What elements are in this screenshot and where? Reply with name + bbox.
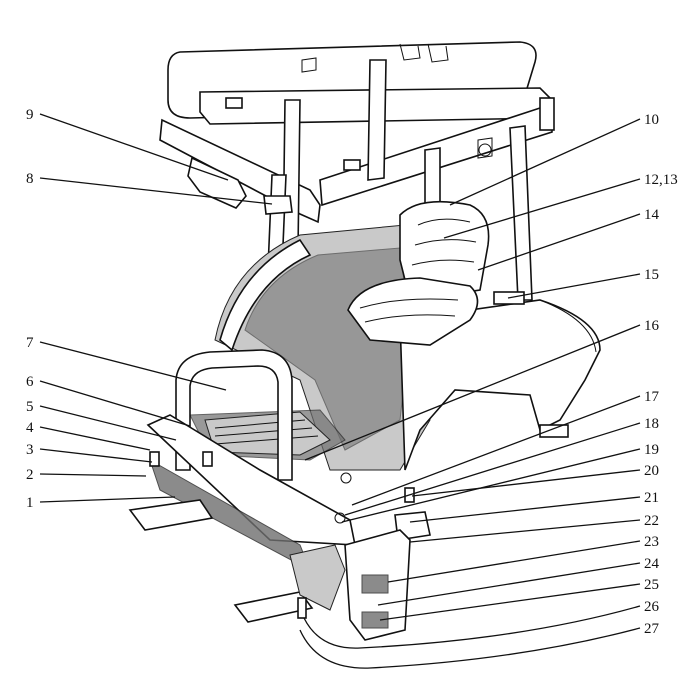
callout-3: 3 bbox=[26, 442, 34, 458]
callout-5: 5 bbox=[26, 399, 34, 415]
callout-7: 7 bbox=[26, 335, 34, 351]
callout-24: 24 bbox=[644, 556, 660, 572]
callout-10: 10 bbox=[644, 112, 659, 128]
callout-15: 15 bbox=[644, 267, 659, 283]
callout-12-13: 12,13 bbox=[644, 172, 678, 188]
callout-26: 26 bbox=[644, 599, 660, 615]
callout-16: 16 bbox=[644, 318, 660, 334]
callout-19: 19 bbox=[644, 442, 659, 458]
callout-23: 23 bbox=[644, 534, 659, 550]
callout-25: 25 bbox=[644, 577, 659, 593]
callout-20: 20 bbox=[644, 463, 659, 479]
callout-22: 22 bbox=[644, 513, 659, 529]
callout-18: 18 bbox=[644, 416, 659, 432]
callout-21: 21 bbox=[644, 490, 659, 506]
mount-brackets bbox=[128, 451, 431, 641]
callout-1: 1 bbox=[26, 495, 34, 511]
callout-14: 14 bbox=[644, 207, 660, 223]
callout-17: 17 bbox=[644, 389, 660, 405]
callout-6: 6 bbox=[26, 374, 34, 390]
callout-4: 4 bbox=[26, 420, 34, 436]
callout-9: 9 bbox=[26, 107, 34, 123]
callout-8: 8 bbox=[26, 171, 34, 187]
callout-labels: 9 8 7 6 5 4 3 2 1 10 12,13 14 15 16 17 1… bbox=[26, 107, 678, 637]
callout-27: 27 bbox=[644, 621, 660, 637]
leader-lines bbox=[39, 113, 641, 669]
operator-seat bbox=[347, 200, 525, 346]
floor-and-guard bbox=[146, 349, 356, 572]
callout-2: 2 bbox=[26, 467, 34, 483]
